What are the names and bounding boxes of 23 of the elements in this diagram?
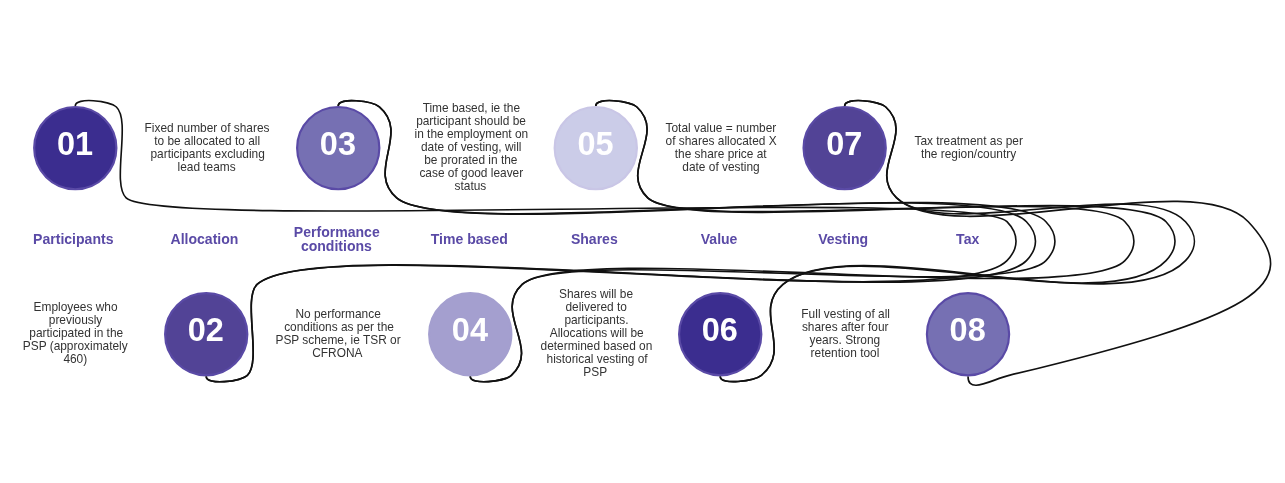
label: Employees who previously participated in the PSP (approximately 460) (22, 299, 128, 366)
label: Shares will be delivered to participants. Allocations will be determined based on historical vesting of PSP (540, 286, 653, 379)
node-circle: 03 (296, 105, 381, 190)
node-label: Vesting (818, 230, 869, 247)
node-label: Participants (33, 230, 114, 247)
node-circle: 08 (925, 291, 1011, 376)
node-label: Allocation (170, 230, 239, 247)
node-label: Value (700, 230, 738, 247)
node-label: Time based (430, 230, 508, 247)
node-circle: 07 (802, 105, 887, 190)
node-circle: 04 (428, 291, 513, 376)
label: Total value = number of shares allocated X the share price at date of vesting (665, 120, 777, 174)
label: Fixed number of shares to be allocated to all participants excluding lead teams (144, 120, 270, 174)
node-circle: 01 (33, 105, 118, 190)
node-label: Shares (570, 230, 618, 247)
node-circle: 02 (164, 291, 249, 376)
label: Full vesting of all shares after four years. Strong retention tool (801, 306, 890, 360)
label: No performance conditions as per the PSP scheme, ie TSR or CFRONA (275, 306, 401, 360)
node-label: Performance conditions (293, 223, 380, 254)
node-circle: 06 (678, 291, 763, 376)
node-label: Tax (956, 230, 980, 247)
label: Time based, ie the participant should be in the employment on date of vesting, will be prorated in the case of good leaver status (414, 100, 529, 193)
label: Tax treatment as per the region/country (914, 133, 1023, 161)
